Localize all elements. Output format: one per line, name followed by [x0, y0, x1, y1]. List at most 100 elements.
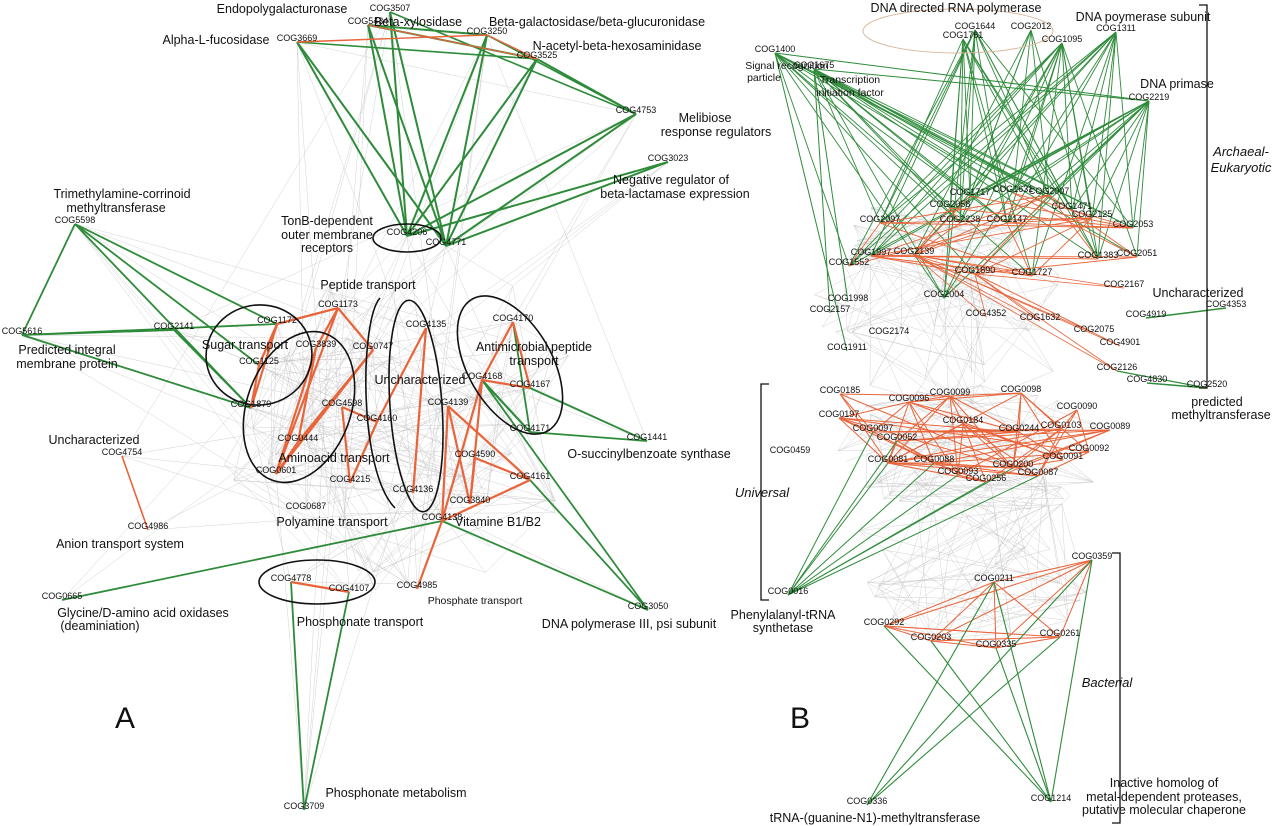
- node-COG4901: COG4901: [1100, 337, 1141, 347]
- weak-edge: [940, 273, 985, 338]
- function-label: DNA directed RNA polymerase: [871, 1, 1042, 15]
- edge-COG2219-COG2053: [1132, 100, 1150, 229]
- node-COG4171: COG4171: [510, 423, 551, 433]
- weak-edge: [296, 41, 471, 505]
- edge-COG0261-COG0359: [1059, 559, 1093, 638]
- edge-COG4170-COG4171: [512, 321, 531, 433]
- weak-edge: [914, 405, 1028, 426]
- edge-COG4168-COG4171: [481, 379, 531, 433]
- weak-edge: [883, 481, 1094, 500]
- node-COG2058: COG2058: [930, 199, 971, 209]
- edge-COG1095-COG1997: [870, 42, 1063, 257]
- node-COG1997: COG1997: [851, 247, 892, 257]
- edge-COG1311-COG1383: [1097, 31, 1117, 260]
- edge-COG0091-COG0098: [1020, 392, 1064, 461]
- node-COG1173: COG1173: [318, 299, 358, 309]
- function-label: Phosphonate metabolism: [325, 786, 466, 800]
- node-COG1631: COG1631: [993, 184, 1034, 194]
- weak-edge: [858, 503, 1062, 532]
- edge-COG0081-COG0099: [887, 395, 951, 464]
- edge-COG3507-COG4771: [389, 11, 447, 247]
- weak-edge: [481, 379, 556, 501]
- function-label: Inactive homolog of: [1110, 776, 1219, 790]
- edge-COG2139-COG2147: [913, 222, 1008, 256]
- node-COG0336: COG0336: [847, 796, 888, 806]
- node-COG2097: COG2097: [860, 214, 901, 224]
- weak-edge: [856, 240, 902, 328]
- node-COG4771: COG4771: [426, 237, 467, 247]
- node-COG4753: COG4753: [616, 105, 657, 115]
- weak-edge: [74, 223, 648, 442]
- weak-edge: [883, 495, 890, 500]
- node-COG4754: COG4754: [102, 447, 143, 457]
- module-outline: [388, 299, 444, 513]
- node-COG0687: COG0687: [286, 501, 327, 511]
- weak-edge: [984, 284, 1058, 382]
- node-COG1172: COG1172: [257, 315, 297, 325]
- node-COG3050: COG3050: [628, 601, 669, 611]
- weak-edge: [498, 321, 514, 393]
- edge-COG4171-COG1441: [529, 431, 648, 442]
- edge-COG1311-COG2097: [879, 31, 1117, 224]
- edge-COG2012-COG1631: [1012, 29, 1032, 194]
- weak-edge: [250, 407, 254, 428]
- node-COG0090: COG0090: [1057, 401, 1098, 411]
- edge-COG1761-COG2007: [962, 38, 1050, 196]
- edge-COG2139-COG2126: [913, 254, 1118, 372]
- weak-edge: [274, 360, 293, 456]
- edge-COG0336-COG0211: [866, 581, 995, 806]
- edge-COG1214-COG0359: [1050, 559, 1093, 803]
- section-label: Universal: [735, 485, 790, 500]
- weak-edge: [933, 504, 949, 631]
- module-outline: [862, 8, 1054, 54]
- weak-edge: [933, 236, 953, 326]
- edge-COG3669-COG3250: [296, 34, 488, 43]
- edge-COG1727-COG2097: [879, 222, 1033, 277]
- edge-COG0016-COG0087: [787, 475, 1039, 596]
- weak-edge: [980, 274, 985, 291]
- edge-COG4161-COG3050: [529, 479, 649, 611]
- edge-COG1675-COG2157: [813, 68, 831, 314]
- edge-COG2053-COG2097: [879, 222, 1134, 229]
- function-label: Beta-galactosidase/beta-glucuronidase: [489, 15, 705, 29]
- edge-COG0087-COG0185: [839, 393, 1039, 477]
- weak-edge: [882, 549, 930, 636]
- weak-edge: [359, 358, 512, 454]
- weak-edge: [913, 405, 1037, 476]
- weak-edge: [858, 504, 934, 532]
- node-COG4168: COG4168: [462, 371, 503, 381]
- edge-COG3839-COG0444: [296, 347, 318, 443]
- weak-edge: [915, 481, 930, 635]
- weak-edge: [869, 414, 884, 500]
- weak-edge: [372, 349, 378, 423]
- edge-COG4170-COG4167: [511, 321, 532, 389]
- edge-COG0052-COG0093: [896, 440, 959, 476]
- function-label: DNA polymerase III, psi subunit: [542, 617, 717, 631]
- edge-COG5616-COG2141: [21, 329, 175, 336]
- weak-edge: [889, 491, 1026, 548]
- edge-COG0096-COG0097: [872, 401, 910, 433]
- weak-edge: [529, 347, 554, 433]
- edge-COG0016-COG0052: [787, 440, 898, 596]
- node-COG0096: COG0096: [889, 393, 930, 403]
- edge-COG4598-COG4160: [341, 405, 378, 424]
- weak-edge: [359, 356, 393, 359]
- node-COG0601: COG0601: [256, 465, 297, 475]
- node-COG0200: COG0200: [993, 459, 1034, 469]
- weak-edge: [913, 486, 1062, 642]
- weak-edge: [270, 374, 273, 467]
- function-label: Phosphonate transport: [297, 615, 424, 629]
- edge-COG4985-COG4138: [415, 520, 444, 590]
- edge-COG2219-COG1552: [848, 100, 1150, 267]
- node-COG0091: COG0091: [1043, 451, 1084, 461]
- node-COG3669: COG3669: [277, 33, 318, 43]
- weak-edge: [376, 387, 531, 423]
- weak-edge: [867, 513, 998, 583]
- weak-edge: [843, 261, 971, 281]
- weak-edge: [867, 486, 1062, 583]
- weak-edge: [302, 161, 669, 422]
- node-COG1761: COG1761: [943, 30, 984, 40]
- edge-COG0081-COG0087: [887, 462, 1039, 477]
- edge-COG4168-COG4167: [481, 378, 531, 390]
- weak-edge: [392, 279, 556, 501]
